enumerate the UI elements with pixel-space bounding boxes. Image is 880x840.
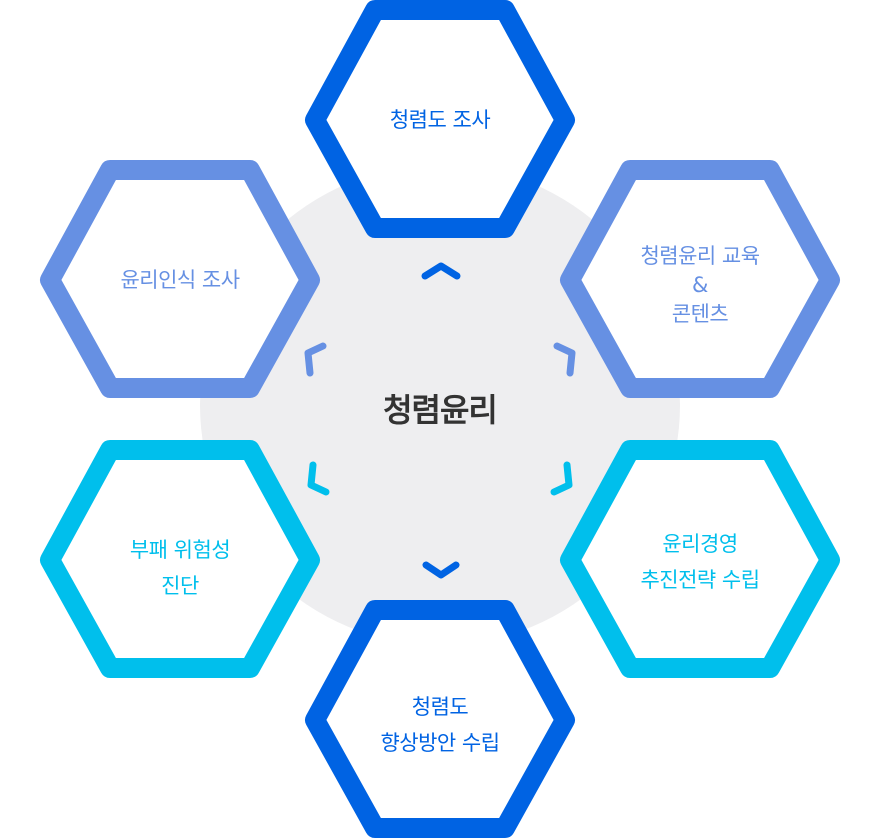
node-bottom-right-line2: 추진전략 수립 <box>640 568 760 592</box>
node-top-right-line2: & <box>692 272 708 297</box>
center-title: 청렴윤리 <box>383 391 498 429</box>
chevron-upper-right-icon <box>553 342 576 377</box>
hexagon-top-right <box>560 160 840 398</box>
node-label-bottom-left: 부패 위험성 진단 <box>80 528 280 608</box>
chevron-down-icon <box>422 561 460 579</box>
hexagon-bottom-left <box>40 440 320 678</box>
node-top-line1: 청렴도 조사 <box>389 108 491 132</box>
chevron-up-icon <box>421 262 461 280</box>
node-top-left-line1: 윤리인식 조사 <box>120 268 240 292</box>
node-label-bottom-right: 윤리경영 추진전략 수립 <box>600 522 800 602</box>
node-label-top-right: 청렴윤리 교육 & 콘텐츠 <box>600 240 800 330</box>
node-top-right-line3: 콘텐츠 <box>671 301 729 326</box>
chevron-lower-left-icon <box>307 461 330 496</box>
chevron-upper-left-icon <box>304 342 327 377</box>
center-circle <box>200 165 680 645</box>
node-label-top: 청렴도 조사 <box>340 90 540 150</box>
hexagon-top <box>305 0 575 238</box>
node-top-right-line1: 청렴윤리 교육 <box>640 243 760 268</box>
node-label-bottom: 청렴도 향상방안 수립 <box>340 685 540 765</box>
chevron-lower-right-icon <box>550 461 573 496</box>
node-bottom-left-line2: 진단 <box>161 574 199 598</box>
node-bottom-left-line1: 부패 위험성 <box>129 538 231 562</box>
node-bottom-line2: 향상방안 수립 <box>380 731 500 755</box>
hexagon-bottom-right <box>560 440 840 678</box>
node-bottom-line1: 청렴도 <box>411 695 469 719</box>
node-bottom-right-line1: 윤리경영 <box>662 532 738 556</box>
hexagon-top-left <box>40 160 320 398</box>
hexagon-bottom <box>305 600 575 838</box>
node-label-top-left: 윤리인식 조사 <box>80 250 280 310</box>
